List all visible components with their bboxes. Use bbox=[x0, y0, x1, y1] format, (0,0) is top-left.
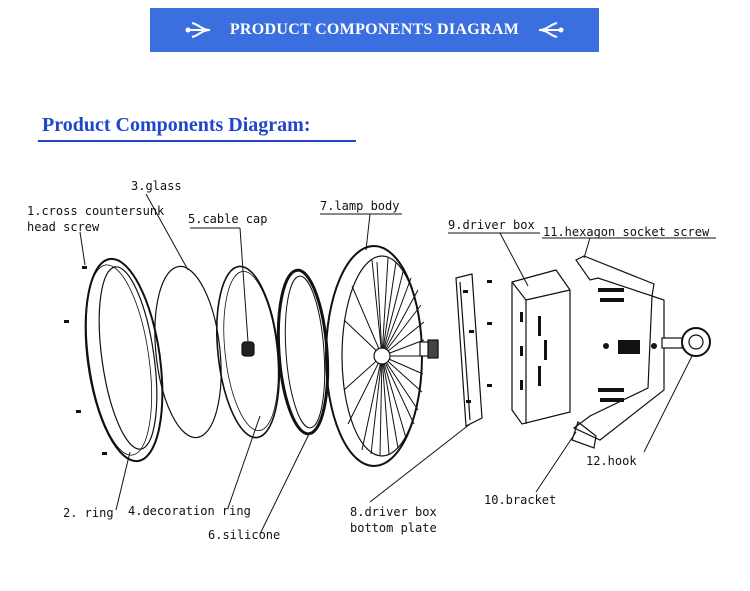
ring-part bbox=[84, 257, 164, 463]
label-ring: 2. ring bbox=[63, 506, 114, 520]
banner-title: PRODUCT COMPONENTS DIAGRAM bbox=[229, 21, 520, 38]
flourish-right-icon bbox=[539, 22, 564, 38]
label-cable-cap: 5.cable cap bbox=[188, 212, 268, 226]
cable-cap-part bbox=[241, 341, 255, 357]
label-glass: 3.glass bbox=[131, 179, 182, 193]
countersunk-screws bbox=[64, 266, 107, 455]
subtitle-underline bbox=[38, 140, 356, 142]
bracket-part bbox=[571, 255, 665, 449]
driver-box-part bbox=[511, 269, 571, 425]
label-hook: 12.hook bbox=[586, 454, 637, 468]
hook-part bbox=[661, 327, 711, 357]
glass-part bbox=[154, 265, 222, 439]
label-hexagon-socket-screw: 11.hexagon socket screw bbox=[543, 225, 710, 239]
label-lamp-body: 7.lamp body bbox=[320, 199, 400, 213]
driver-box-bottom-plate-part bbox=[455, 273, 492, 427]
label-decoration-ring: 4.decoration ring bbox=[128, 504, 251, 518]
lamp-body-part bbox=[325, 245, 439, 467]
flourish-left-icon bbox=[185, 22, 210, 38]
subtitle: Product Components Diagram: bbox=[42, 114, 311, 136]
title-banner: PRODUCT COMPONENTS DIAGRAM bbox=[150, 8, 599, 52]
label-bracket: 10.bracket bbox=[484, 493, 557, 507]
label-silicone: 6.silicone bbox=[208, 528, 281, 542]
label-driver-box: 9.driver box bbox=[448, 218, 535, 232]
